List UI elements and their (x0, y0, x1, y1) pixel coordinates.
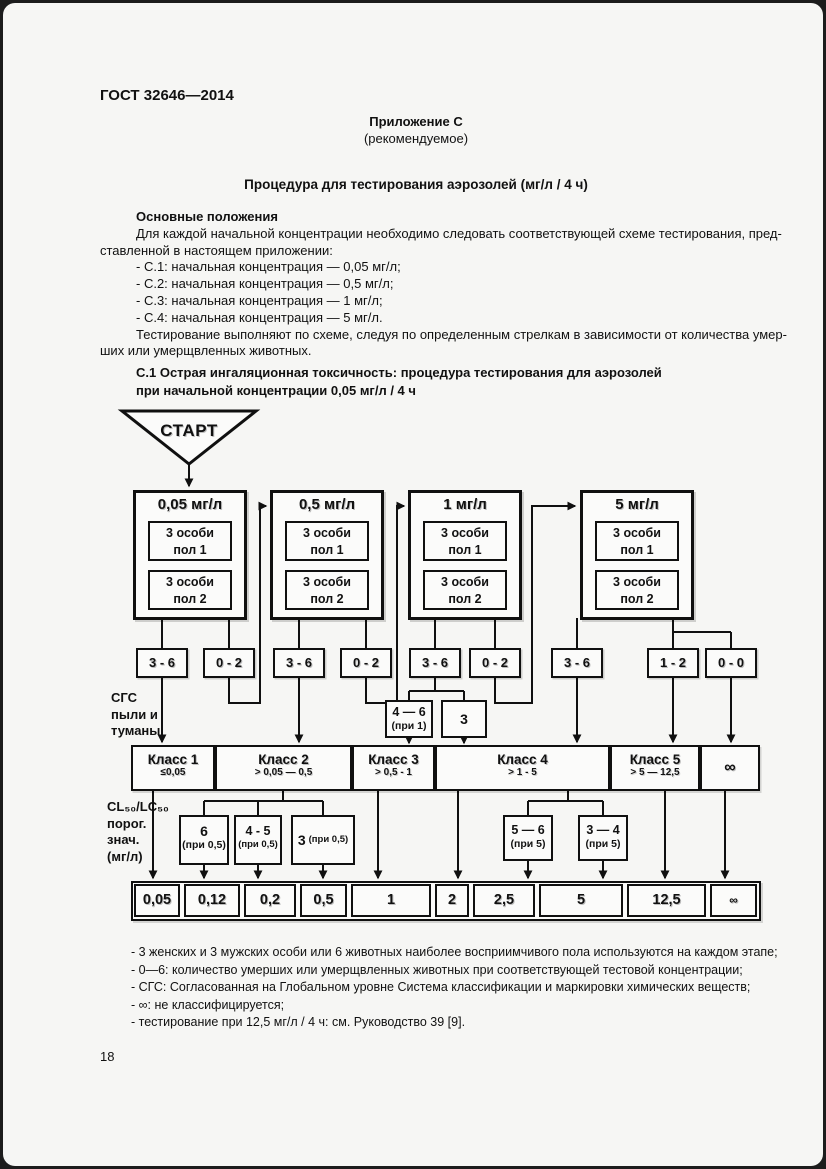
class-cell: Класс 4 > 1 - 5 (435, 745, 610, 791)
list-item: - С.2: начальная концентрация — 0,5 мг/л… (136, 276, 394, 292)
outcome-box: 3 - 6 (136, 648, 188, 678)
threshold-box: 4 - 5 (при 0,5) (234, 815, 282, 865)
mid-result-box: 4 — 6 (при 1) (385, 700, 433, 738)
threshold-box: 3 — 4 (при 5) (578, 815, 628, 861)
threshold-value-cell: 2,5 (473, 884, 535, 917)
threshold-value-cell: 0,5 (300, 884, 347, 917)
footnote: - тестирование при 12,5 мг/л / 4 ч: см. … (131, 1015, 466, 1030)
class-cell: Класс 1 ≤0,05 (131, 745, 215, 791)
appendix-type-note: (рекомендуемое) (363, 131, 469, 146)
start-node-label: СТАРТ (160, 421, 218, 440)
class-cell: Класс 5 > 5 — 12,5 (610, 745, 700, 791)
outcome-box: 0 - 2 (469, 648, 521, 678)
class-cell-infinity: ∞ (700, 745, 760, 791)
sgs-side-label: СГС пыли и туманы (111, 690, 161, 738)
list-item: - С.3: начальная концентрация — 1 мг/л; (136, 292, 383, 308)
threshold-value-cell: 12,5 (627, 884, 706, 917)
outcome-box: 1 - 2 (647, 648, 699, 678)
threshold-value-cell-infinity: ∞ (710, 884, 757, 917)
threshold-value-cell: 0,2 (244, 884, 296, 917)
intro-paragraph-line: Тестирование выполняют по схеме, следуя … (136, 326, 787, 342)
document-page: ГОСТ 32646—2014 Приложение С (рекомендуе… (3, 3, 823, 1166)
mid-result-box: 3 (441, 700, 487, 738)
doc-number: ГОСТ 32646—2014 (100, 87, 234, 104)
appendix-label: Приложение С (369, 114, 463, 129)
page-number: 18 (100, 1049, 115, 1064)
intro-paragraph-line: Для каждой начальной концентрации необхо… (136, 225, 782, 241)
intro-heading: Основные положения (136, 209, 278, 224)
footnote: - 0—6: количество умерших или умерщвленн… (131, 962, 743, 977)
cl50-side-label: CL₅₀/LC₅₀ порог. знач. (мг/л) (107, 799, 169, 864)
outcome-box: 0 - 2 (340, 648, 392, 678)
class-cell: Класс 2 > 0,05 — 0,5 (215, 745, 352, 791)
footnote: - 3 женских и 3 мужских особи или 6 живо… (131, 945, 778, 959)
list-item: - С.4: начальная концентрация — 5 мг/л. (136, 309, 383, 325)
threshold-value-cell: 1 (351, 884, 431, 917)
threshold-value-cell: 0,05 (134, 884, 180, 917)
outcome-box: 3 - 6 (273, 648, 325, 678)
outcome-box: 0 - 0 (705, 648, 757, 678)
outcome-box: 3 - 6 (551, 648, 603, 678)
intro-paragraph-line: ших или умерщвленных животных. (100, 343, 312, 359)
class-cell: Класс 3 > 0,5 - 1 (352, 745, 435, 791)
section-c1-heading: С.1 Острая ингаляционная токсичность: пр… (136, 365, 662, 398)
intro-paragraph-line: ставленной в настоящем приложении: (100, 242, 333, 258)
threshold-box: 6 (при 0,5) (179, 815, 229, 865)
page-title: Процедура для тестирования аэрозолей (мг… (244, 177, 588, 192)
footnotes-block: - 3 женских и 3 мужских особи или 6 живо… (131, 944, 778, 1032)
footnote: - ∞: не классифицируется; (131, 997, 285, 1012)
threshold-value-cell: 0,12 (184, 884, 240, 917)
footnote: - СГС: Согласованная на Глобальном уровн… (131, 980, 751, 995)
outcome-box: 0 - 2 (203, 648, 255, 678)
threshold-value-cell: 5 (539, 884, 623, 917)
threshold-value-cell: 2 (435, 884, 469, 917)
threshold-box: 3 (при 0,5) (291, 815, 355, 865)
intro-block: Основные положения Для каждой начальной … (100, 209, 787, 360)
list-item: - С.1: начальная концентрация — 0,05 мг/… (136, 259, 401, 275)
threshold-box: 5 — 6 (при 5) (503, 815, 553, 861)
outcome-box: 3 - 6 (409, 648, 461, 678)
threshold-value-row: 0,05 0,12 0,2 0,5 1 2 2,5 5 12,5 ∞ (131, 881, 761, 921)
